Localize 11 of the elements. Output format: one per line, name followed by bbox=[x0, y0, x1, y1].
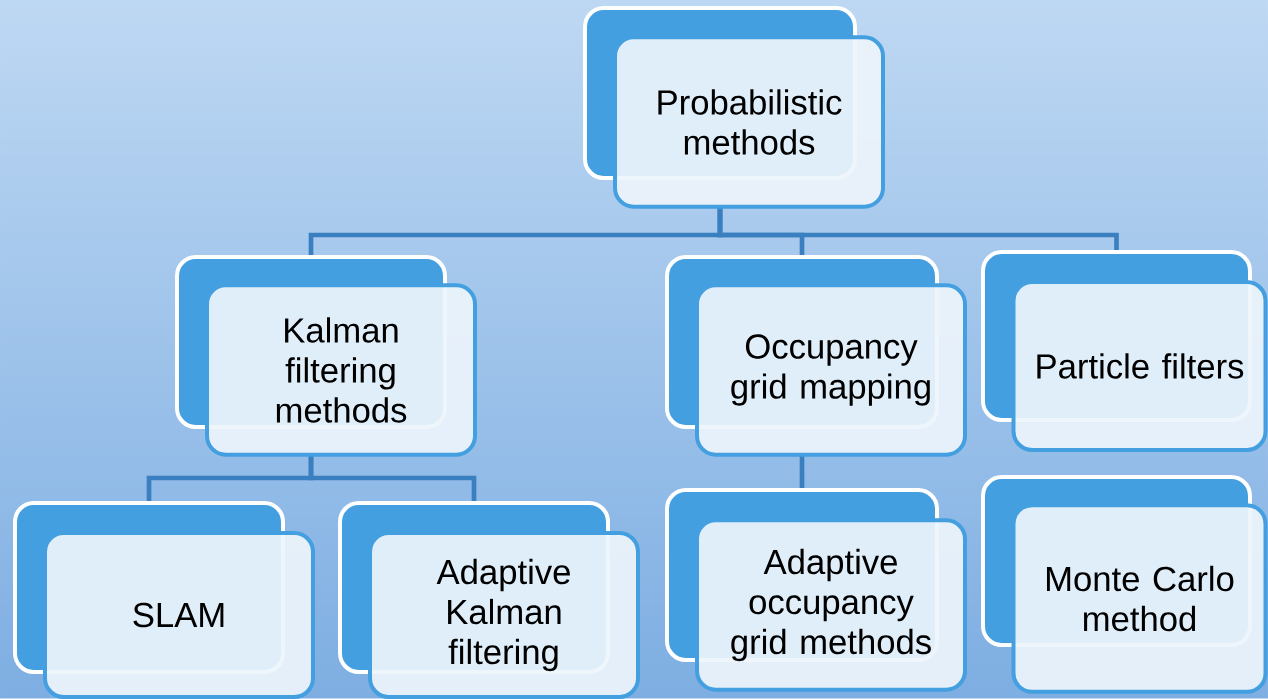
stacked-box: Kalman filtering methods bbox=[175, 255, 477, 457]
connector bbox=[308, 455, 477, 503]
stacked-box: Occupancy grid mapping bbox=[665, 255, 967, 457]
stacked-box: Particle filters bbox=[981, 250, 1268, 452]
stacked-box: Adaptive Kalman filtering bbox=[338, 501, 640, 699]
stacked-box: SLAM bbox=[13, 501, 315, 699]
stacked-box: Adaptive occupancy grid methods bbox=[665, 488, 967, 692]
connector bbox=[717, 207, 1119, 252]
connector bbox=[799, 455, 805, 490]
stacked-box: Monte Carlo method bbox=[981, 475, 1268, 694]
stacked-box: Probabilistic methods bbox=[583, 6, 885, 209]
